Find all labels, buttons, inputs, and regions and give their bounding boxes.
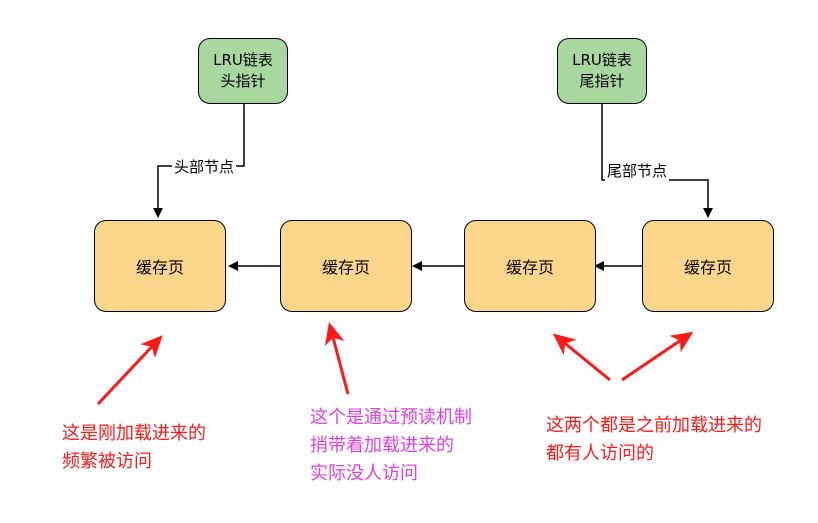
cache-page-3: 缓存页 [464, 220, 596, 312]
annotation-accessed-line-1: 这两个都是之前加载进来的 [546, 415, 762, 436]
cache-page-label: 缓存页 [135, 258, 184, 277]
head-pointer-line-1: LRU链表 [213, 51, 273, 69]
head-pointer-line-2: 头指针 [220, 72, 266, 90]
annotation-accessed-line-2: 都有人访问的 [546, 443, 654, 464]
annotation-arrow-prefetch [324, 322, 350, 395]
tail-pointer-line-2: 尾指针 [579, 72, 625, 90]
cache-page-label: 缓存页 [505, 258, 554, 277]
annotation-prefetch: 这个是通过预读机制 捎带着加载进来的 实际没人访问 [310, 404, 472, 488]
cache-page-1: 缓存页 [94, 220, 226, 312]
cache-page-label: 缓存页 [321, 258, 370, 277]
tail-pointer-node: LRU链表 尾指针 [557, 38, 647, 104]
tail-edge-label: 尾部节点 [605, 160, 670, 181]
cache-page-2: 缓存页 [280, 220, 412, 312]
annotation-prefetch-line-3: 实际没人访问 [310, 463, 418, 484]
head-edge-label: 头部节点 [172, 156, 237, 177]
annotation-frequent-line-1: 这是刚加载进来的 [62, 423, 206, 444]
annotation-prefetch-line-2: 捎带着加载进来的 [310, 435, 454, 456]
tail-pointer-line-1: LRU链表 [572, 51, 632, 69]
annotation-arrow-frequent [96, 335, 163, 406]
annotation-arrow-accessed-right [621, 331, 694, 382]
cache-page-label: 缓存页 [683, 258, 732, 277]
cache-page-4: 缓存页 [642, 220, 774, 312]
head-pointer-node: LRU链表 头指针 [198, 38, 288, 104]
annotation-frequent: 这是刚加载进来的 频繁被访问 [62, 420, 206, 476]
annotation-arrow-accessed-left [552, 333, 611, 382]
annotation-accessed: 这两个都是之前加载进来的 都有人访问的 [546, 412, 762, 468]
annotation-frequent-line-2: 频繁被访问 [62, 451, 152, 472]
annotation-prefetch-line-1: 这个是通过预读机制 [310, 407, 472, 428]
